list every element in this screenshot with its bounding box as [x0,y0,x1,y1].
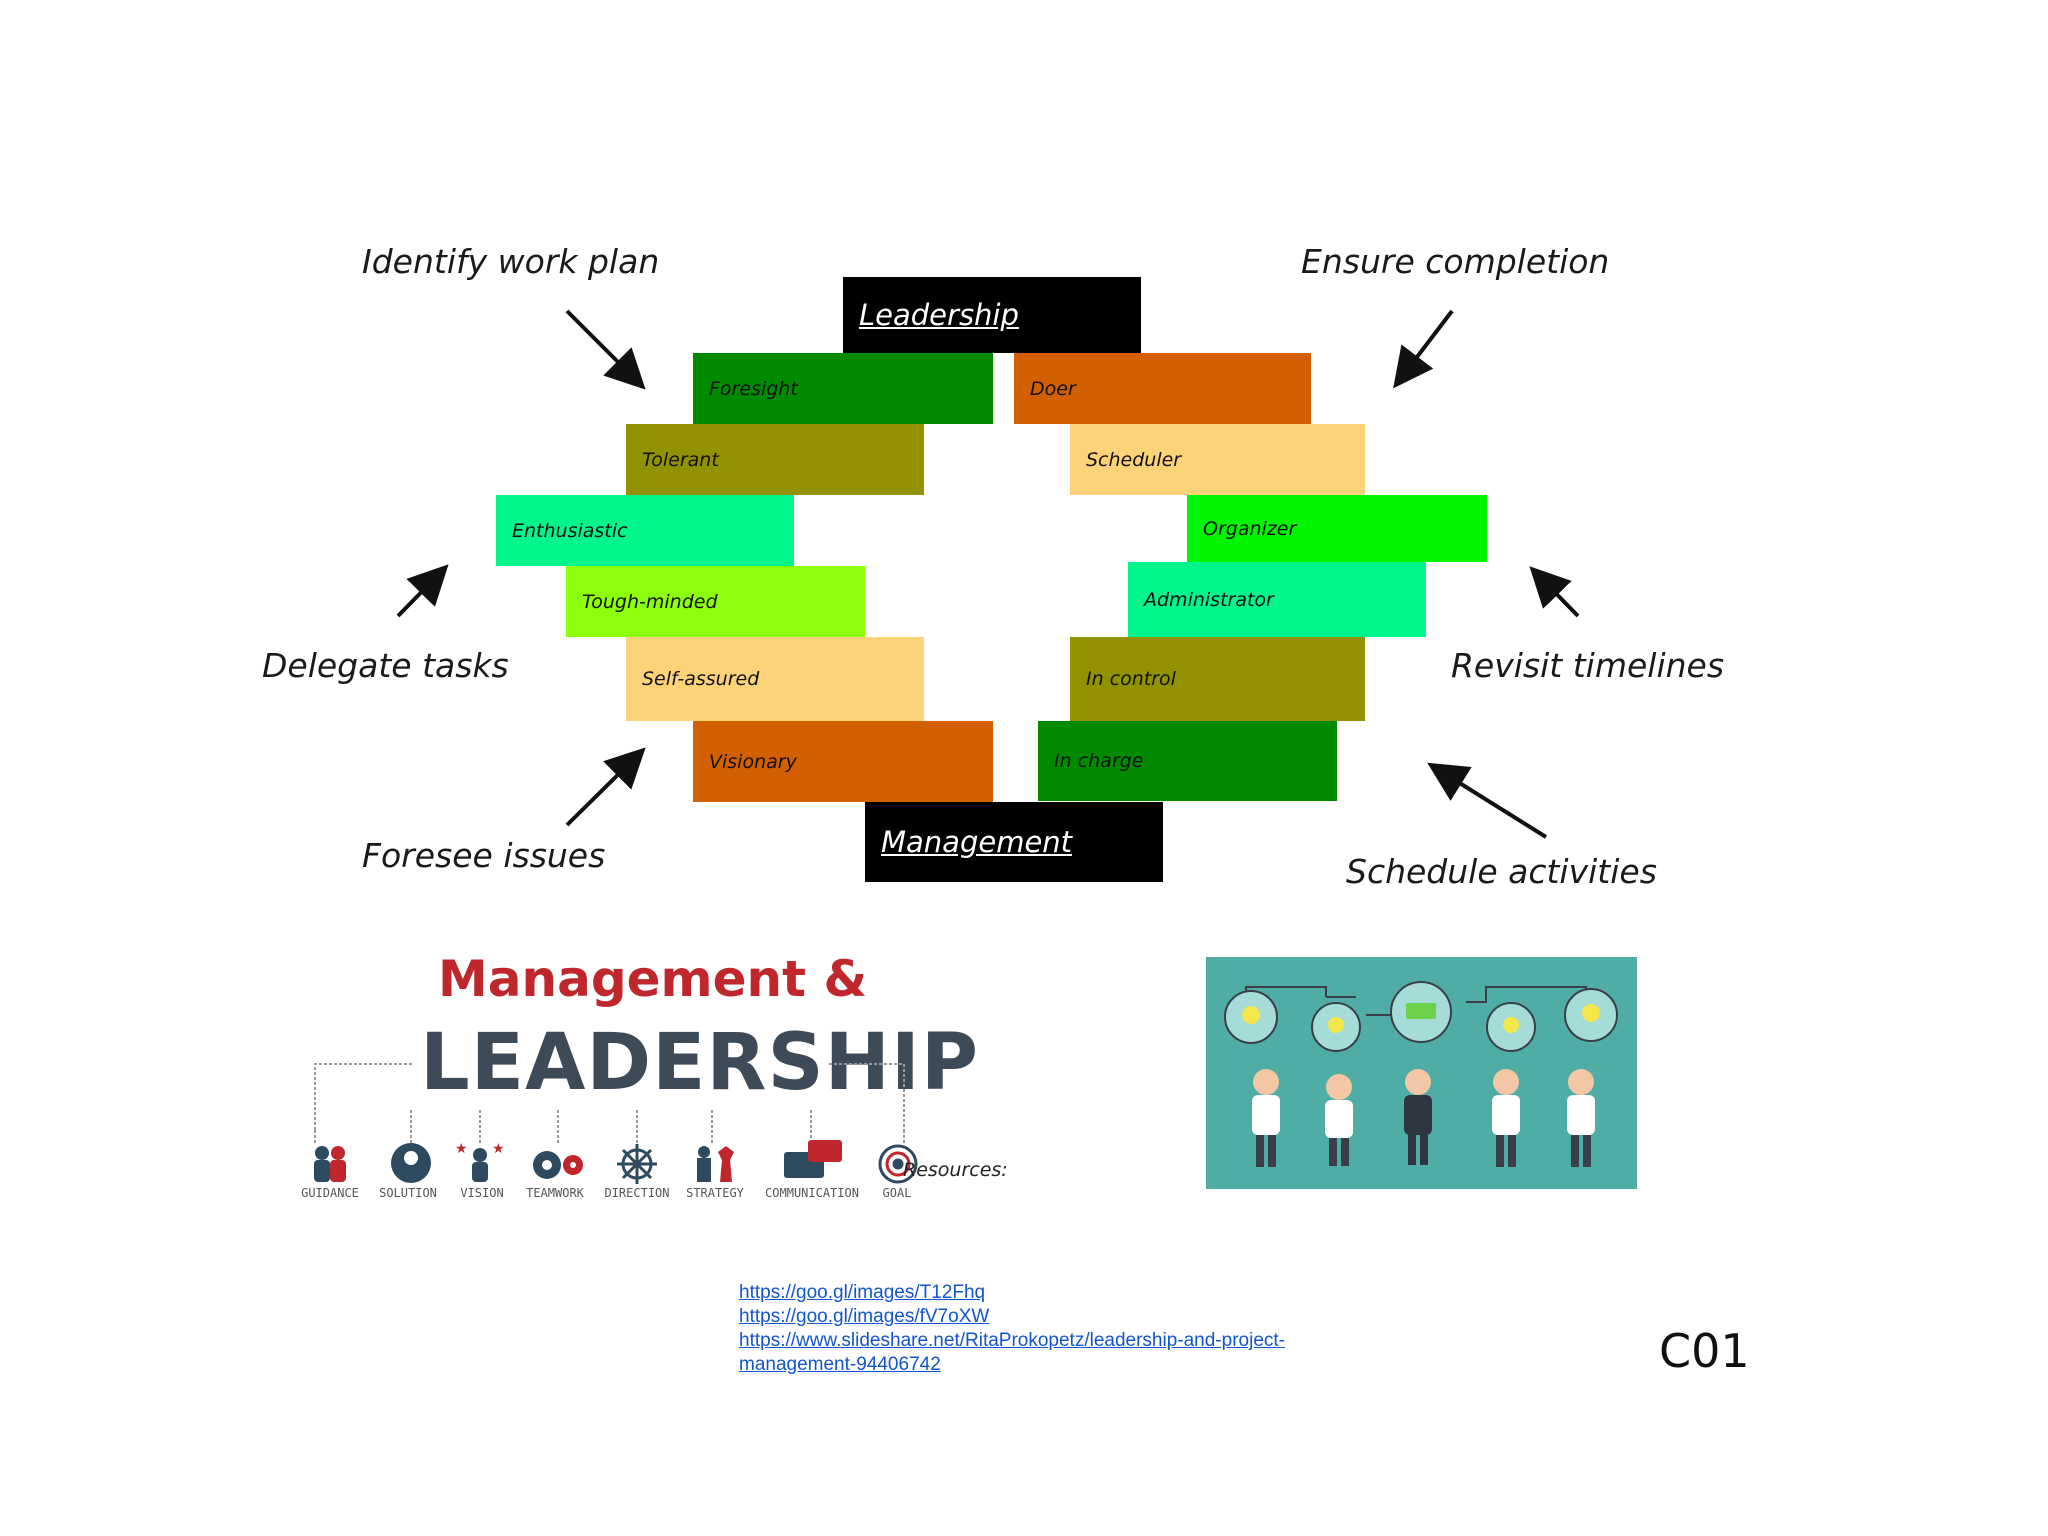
arrow-identify-work-plan [565,309,646,390]
annotation-identify-work-plan: Identify work plan [362,242,660,281]
team-ideas-illustration [1206,957,1637,1189]
resources-label: Resources: [903,1159,1008,1181]
block-in-control: In control [1070,637,1365,721]
logo-label-strategy: STRATEGY [686,1186,744,1200]
svg-text:★: ★ [492,1141,505,1157]
bulb-icon [1224,981,1618,1052]
arrow-ensure-completion [1393,309,1454,389]
block-foresight: Foresight [693,353,993,424]
logo-label-direction: DIRECTION [604,1186,670,1200]
logo-label-solution: SOLUTION [379,1186,437,1200]
block-organizer: Organizer [1187,495,1487,562]
arrow-schedule-activities [1427,762,1548,839]
annotation-foresee-issues: Foresee issues [362,836,606,875]
annotation-delegate-tasks: Delegate tasks [262,646,509,685]
resource-link-3[interactable]: https://www.slideshare.net/RitaProkopetz… [739,1330,1285,1351]
annotation-schedule-activities: Schedule activities [1346,852,1657,891]
logo-label-guidance: GUIDANCE [301,1186,359,1200]
block-tolerant: Tolerant [626,424,924,495]
block-doer: Doer [1014,353,1311,424]
management-header: Management [865,802,1163,882]
block-tough-minded: Tough-minded [566,566,865,637]
block-self-assured: Self-assured [626,637,924,721]
star-person-icon: ★ ★ [455,1141,505,1182]
management-leadership-logo: Management & LEADERSHIP ★ ★ [292,940,978,1210]
arrow-delegate-tasks [396,564,449,618]
block-administrator: Administrator [1128,562,1426,637]
block-visionary: Visionary [693,721,993,802]
chess-icon [697,1146,734,1182]
resource-link-2[interactable]: https://goo.gl/images/fV7oXW [739,1306,990,1327]
slide-code: C01 [1659,1324,1750,1378]
ship-wheel-icon [617,1144,657,1184]
annotation-revisit-timelines: Revisit timelines [1451,646,1725,685]
logo-label-communication: COMMUNICATION [765,1186,859,1200]
person-icon [1252,1069,1595,1167]
svg-text:★: ★ [455,1141,468,1157]
target-icon [878,1144,918,1184]
arrow-revisit-timelines [1529,566,1580,618]
logo-icon-row: ★ ★ [314,1063,918,1184]
logo-label-vision: VISION [460,1186,504,1200]
head-gear-icon [391,1143,431,1183]
arrow-foresee-issues [565,747,646,827]
annotation-ensure-completion: Ensure completion [1301,242,1610,281]
leadership-header: Leadership [843,277,1141,353]
logo-line-management: Management & [438,950,868,1008]
block-enthusiastic: Enthusiastic [496,495,794,566]
people-icon [314,1146,346,1182]
logo-label-goal: GOAL [882,1186,912,1200]
block-in-charge: In charge [1038,721,1337,801]
resource-link-1[interactable]: https://goo.gl/images/T12Fhq [739,1282,986,1303]
logo-label-teamwork: TEAMWORK [526,1186,584,1200]
speech-bubbles-icon [784,1140,842,1178]
gears-icon [533,1151,583,1179]
block-scheduler: Scheduler [1070,424,1365,495]
team-ideas-svg [1224,981,1618,1167]
resource-link-3-continued[interactable]: management-94406742 [739,1354,941,1375]
